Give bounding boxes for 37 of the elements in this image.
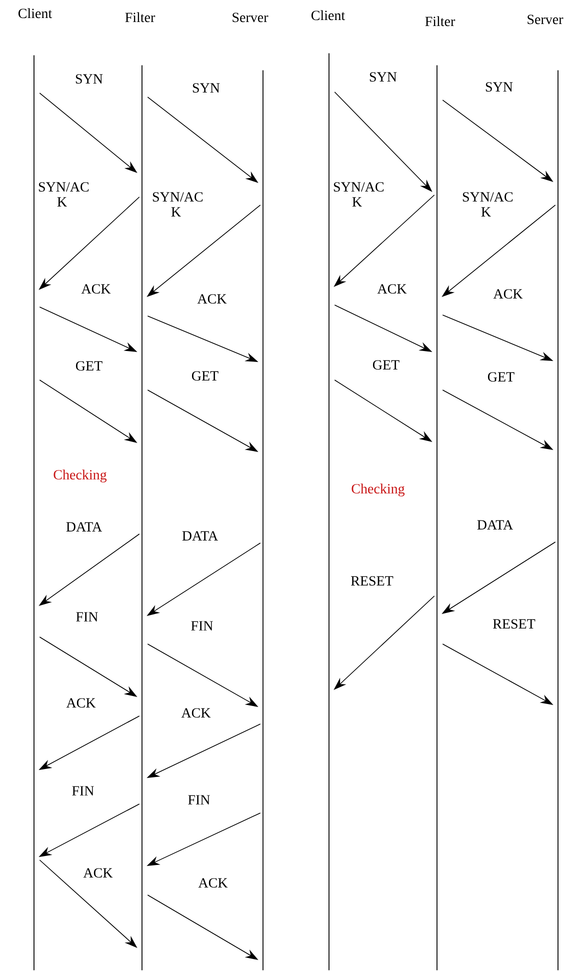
edge-label: FIN — [188, 795, 210, 804]
edge-label: FIN — [191, 621, 213, 630]
edge-label: SYN/AC K — [38, 182, 89, 206]
edge-label: SYN — [192, 83, 220, 93]
edge-label: ACK — [81, 284, 111, 294]
edge-label: SYN/AC K — [334, 182, 384, 206]
edge-label: ACK — [377, 284, 407, 294]
status-note: Checking — [352, 484, 405, 496]
lifeline-header: Client — [18, 8, 52, 18]
edge-label: DATA — [66, 522, 102, 532]
edge-label: ACK — [197, 294, 227, 304]
edge-label: SYN — [370, 72, 397, 82]
edge-label: ACK — [198, 878, 228, 888]
edge-label: ACK — [66, 698, 96, 708]
lifeline-header: Server — [528, 14, 564, 24]
edge-label: RESET — [493, 619, 536, 629]
edge-label: ACK — [181, 708, 211, 718]
lifeline-header: Client — [311, 10, 346, 20]
edge-label: SYN — [76, 74, 103, 84]
edge-label: SYN — [486, 82, 513, 92]
edge-label: GET — [372, 360, 400, 370]
edge-label: GET — [488, 372, 514, 382]
edge-label: ACK — [83, 868, 113, 878]
edge-label: DATA — [477, 520, 513, 530]
lifeline-header: Filter — [125, 12, 156, 22]
edge-label: SYN/AC K — [462, 192, 513, 216]
edge-label: RESET — [351, 576, 394, 586]
edge-label: ACK — [493, 289, 523, 299]
edge-label: SYN/AC K — [152, 192, 203, 216]
edge-label: FIN — [76, 612, 98, 622]
lifeline-header: Filter — [425, 16, 456, 26]
edge-label: FIN — [72, 786, 94, 796]
status-note: Checking — [54, 470, 107, 482]
edge-label: DATA — [182, 531, 218, 540]
edge-label: GET — [192, 371, 218, 381]
lifeline-header: Server — [232, 12, 268, 22]
edge-label: GET — [76, 361, 102, 371]
